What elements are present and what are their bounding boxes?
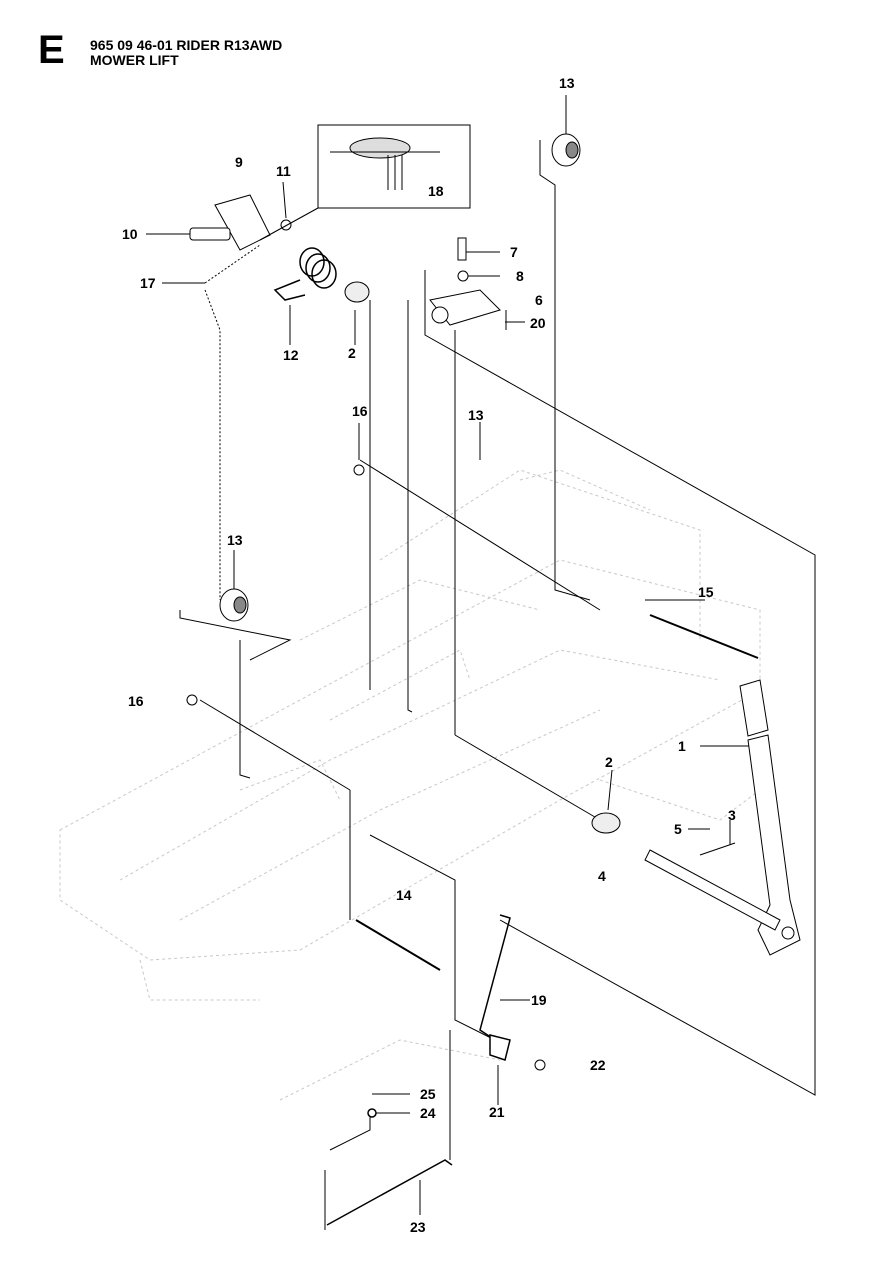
callout-16-lower: 16 [128,693,144,709]
callout-20: 20 [530,315,546,331]
diagram-subtitle: MOWER LIFT [90,52,179,68]
callout-11: 11 [276,163,291,179]
callout-10: 10 [122,226,138,242]
part-clips [186,464,546,1071]
part-pulley-lower [219,588,249,622]
routing-lines [179,140,816,1230]
callout-14: 14 [396,887,412,903]
callout-8: 8 [516,268,524,284]
section-letter: E [38,28,65,72]
callout-2-lower: 2 [605,754,613,770]
callout-23: 23 [410,1219,426,1235]
callout-18: 18 [428,183,444,199]
part-spring [273,247,337,301]
callout-19: 19 [531,992,547,1008]
callout-12: 12 [283,347,299,363]
callout-7: 7 [510,244,518,260]
part-number-line: 965 09 46-01 RIDER R13AWD [90,37,283,53]
callout-22: 22 [590,1057,606,1073]
callout-5: 5 [674,821,682,837]
part-link-rod [326,914,511,1226]
callout-16-upper: 16 [352,403,368,419]
callout-2-upper: 2 [348,345,356,361]
callout-25: 25 [420,1086,436,1102]
part-bushing [344,281,621,834]
part-bracket-10-11 [189,194,292,251]
callout-9: 9 [235,154,243,170]
part-pulley-top [551,133,581,167]
callout-13-top: 13 [559,75,575,91]
callout-labels: 13 9 11 18 10 17 7 8 6 20 12 2 16 13 13 … [122,75,736,1235]
callout-13-mid: 13 [468,407,484,423]
leader-lines [146,95,765,1215]
callout-1: 1 [678,738,686,754]
callout-21: 21 [489,1104,505,1120]
callout-3: 3 [728,807,736,823]
diagram-title: 965 09 46-01 RIDER R13AWD MOWER LIFT [90,38,282,68]
callout-6: 6 [535,292,543,308]
part-lift-lever [644,679,801,956]
inset-detail-box [259,124,471,241]
mower-frame-ghost [59,469,761,1101]
callout-4: 4 [598,868,606,884]
part-bracket-6 [429,237,507,330]
part-shafts [355,614,759,971]
callout-24: 24 [420,1105,436,1121]
callout-17: 17 [140,275,156,291]
callout-13-lower: 13 [227,532,243,548]
callout-15: 15 [698,584,714,600]
part-chain [204,244,261,600]
